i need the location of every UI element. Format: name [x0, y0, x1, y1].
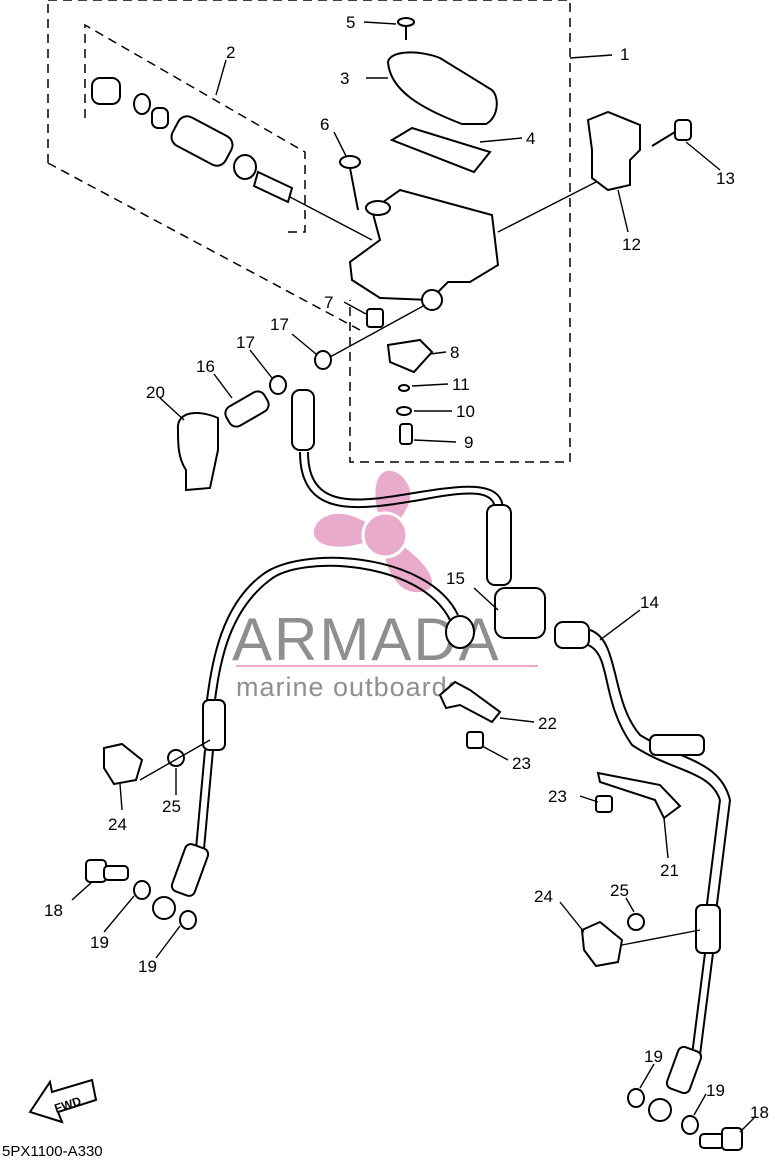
union-bolt-18a-part [85, 859, 129, 883]
clamp-24b-part [580, 920, 624, 968]
callout-10: 10 [456, 402, 475, 421]
watermark-tagline: marine outboards [236, 672, 462, 702]
callout-19b: 19 [138, 957, 157, 976]
nut-7-part [366, 308, 384, 328]
washer-10-part [396, 406, 412, 416]
screw-23b-part [595, 795, 613, 813]
callout-21: 21 [660, 861, 679, 880]
gasket-19b-part [179, 910, 197, 930]
piston-kit-parts [91, 77, 373, 241]
callout-15: 15 [446, 569, 465, 588]
fwd-arrow: FWD [28, 1078, 98, 1124]
callout-14: 14 [640, 593, 659, 612]
callout-3: 3 [340, 69, 349, 88]
callout-6: 6 [320, 115, 329, 134]
reservoir-cap-part [386, 51, 498, 125]
callout-17a: 17 [236, 333, 255, 352]
callout-2: 2 [226, 43, 235, 62]
gasket-19d-part [681, 1115, 699, 1135]
callout-19a: 19 [90, 933, 109, 952]
callout-16: 16 [196, 357, 215, 376]
clamp-24a-part [103, 742, 144, 786]
assembly-boundary-1 [47, 0, 571, 463]
callout-24b: 24 [534, 887, 553, 906]
gasket-19a-part [133, 880, 151, 900]
callout-22: 22 [538, 714, 557, 733]
union-bolt-18b-part [699, 1127, 743, 1151]
callout-11: 11 [452, 375, 470, 394]
callout-17b: 17 [270, 315, 289, 334]
master-cylinder-body [348, 179, 601, 311]
diagram-code: 5PX1100-A330 [2, 1143, 103, 1160]
callout-23a: 23 [512, 754, 531, 773]
callout-1: 1 [620, 45, 629, 64]
callout-4: 4 [526, 129, 535, 148]
holder-12-part [586, 110, 641, 192]
fwd-arrow-icon [28, 1078, 98, 1124]
callout-20: 20 [146, 383, 165, 402]
washer-25a-part [167, 749, 185, 767]
union-bolt-16-part [224, 390, 270, 428]
upper-brake-hose [291, 389, 512, 586]
switch-8-part [386, 338, 434, 374]
three-way-joint-15 [445, 587, 546, 649]
pivot-bolt-6-part [339, 155, 361, 211]
diaphragm-part [389, 126, 492, 174]
gasket-17b-part [314, 350, 332, 370]
callout-7: 7 [324, 293, 333, 312]
callout-19c: 19 [644, 1047, 663, 1066]
callout-25a: 25 [162, 797, 181, 816]
washer-11-part [398, 384, 410, 392]
callout-18b: 18 [750, 1103, 769, 1122]
callout-19d: 19 [706, 1081, 725, 1100]
screw-5-part [397, 17, 415, 40]
screw-9-part [399, 423, 413, 445]
screw-23a-part [466, 731, 484, 749]
callout-8: 8 [450, 343, 459, 362]
callout-12: 12 [622, 235, 641, 254]
leader-lines [71, 21, 755, 1133]
callout-13: 13 [716, 169, 735, 188]
callout-labels: 1 2 3 4 5 6 7 8 9 10 11 12 13 14 15 16 1… [44, 13, 769, 1122]
callout-18a: 18 [44, 901, 63, 920]
bolt-13-part [651, 119, 692, 147]
right-brake-hose [554, 621, 731, 1122]
gasket-19c-part [627, 1088, 645, 1108]
callout-23b: 23 [548, 787, 567, 806]
washer-25b-part [627, 913, 645, 931]
gasket-17a-part [269, 375, 287, 395]
callout-5: 5 [346, 13, 355, 32]
callout-24a: 24 [108, 815, 127, 834]
clamp-22-part [438, 680, 502, 724]
cover-20-part [176, 412, 219, 492]
callout-9: 9 [464, 433, 473, 452]
left-brake-hose [152, 556, 459, 920]
callout-25b: 25 [610, 881, 629, 900]
